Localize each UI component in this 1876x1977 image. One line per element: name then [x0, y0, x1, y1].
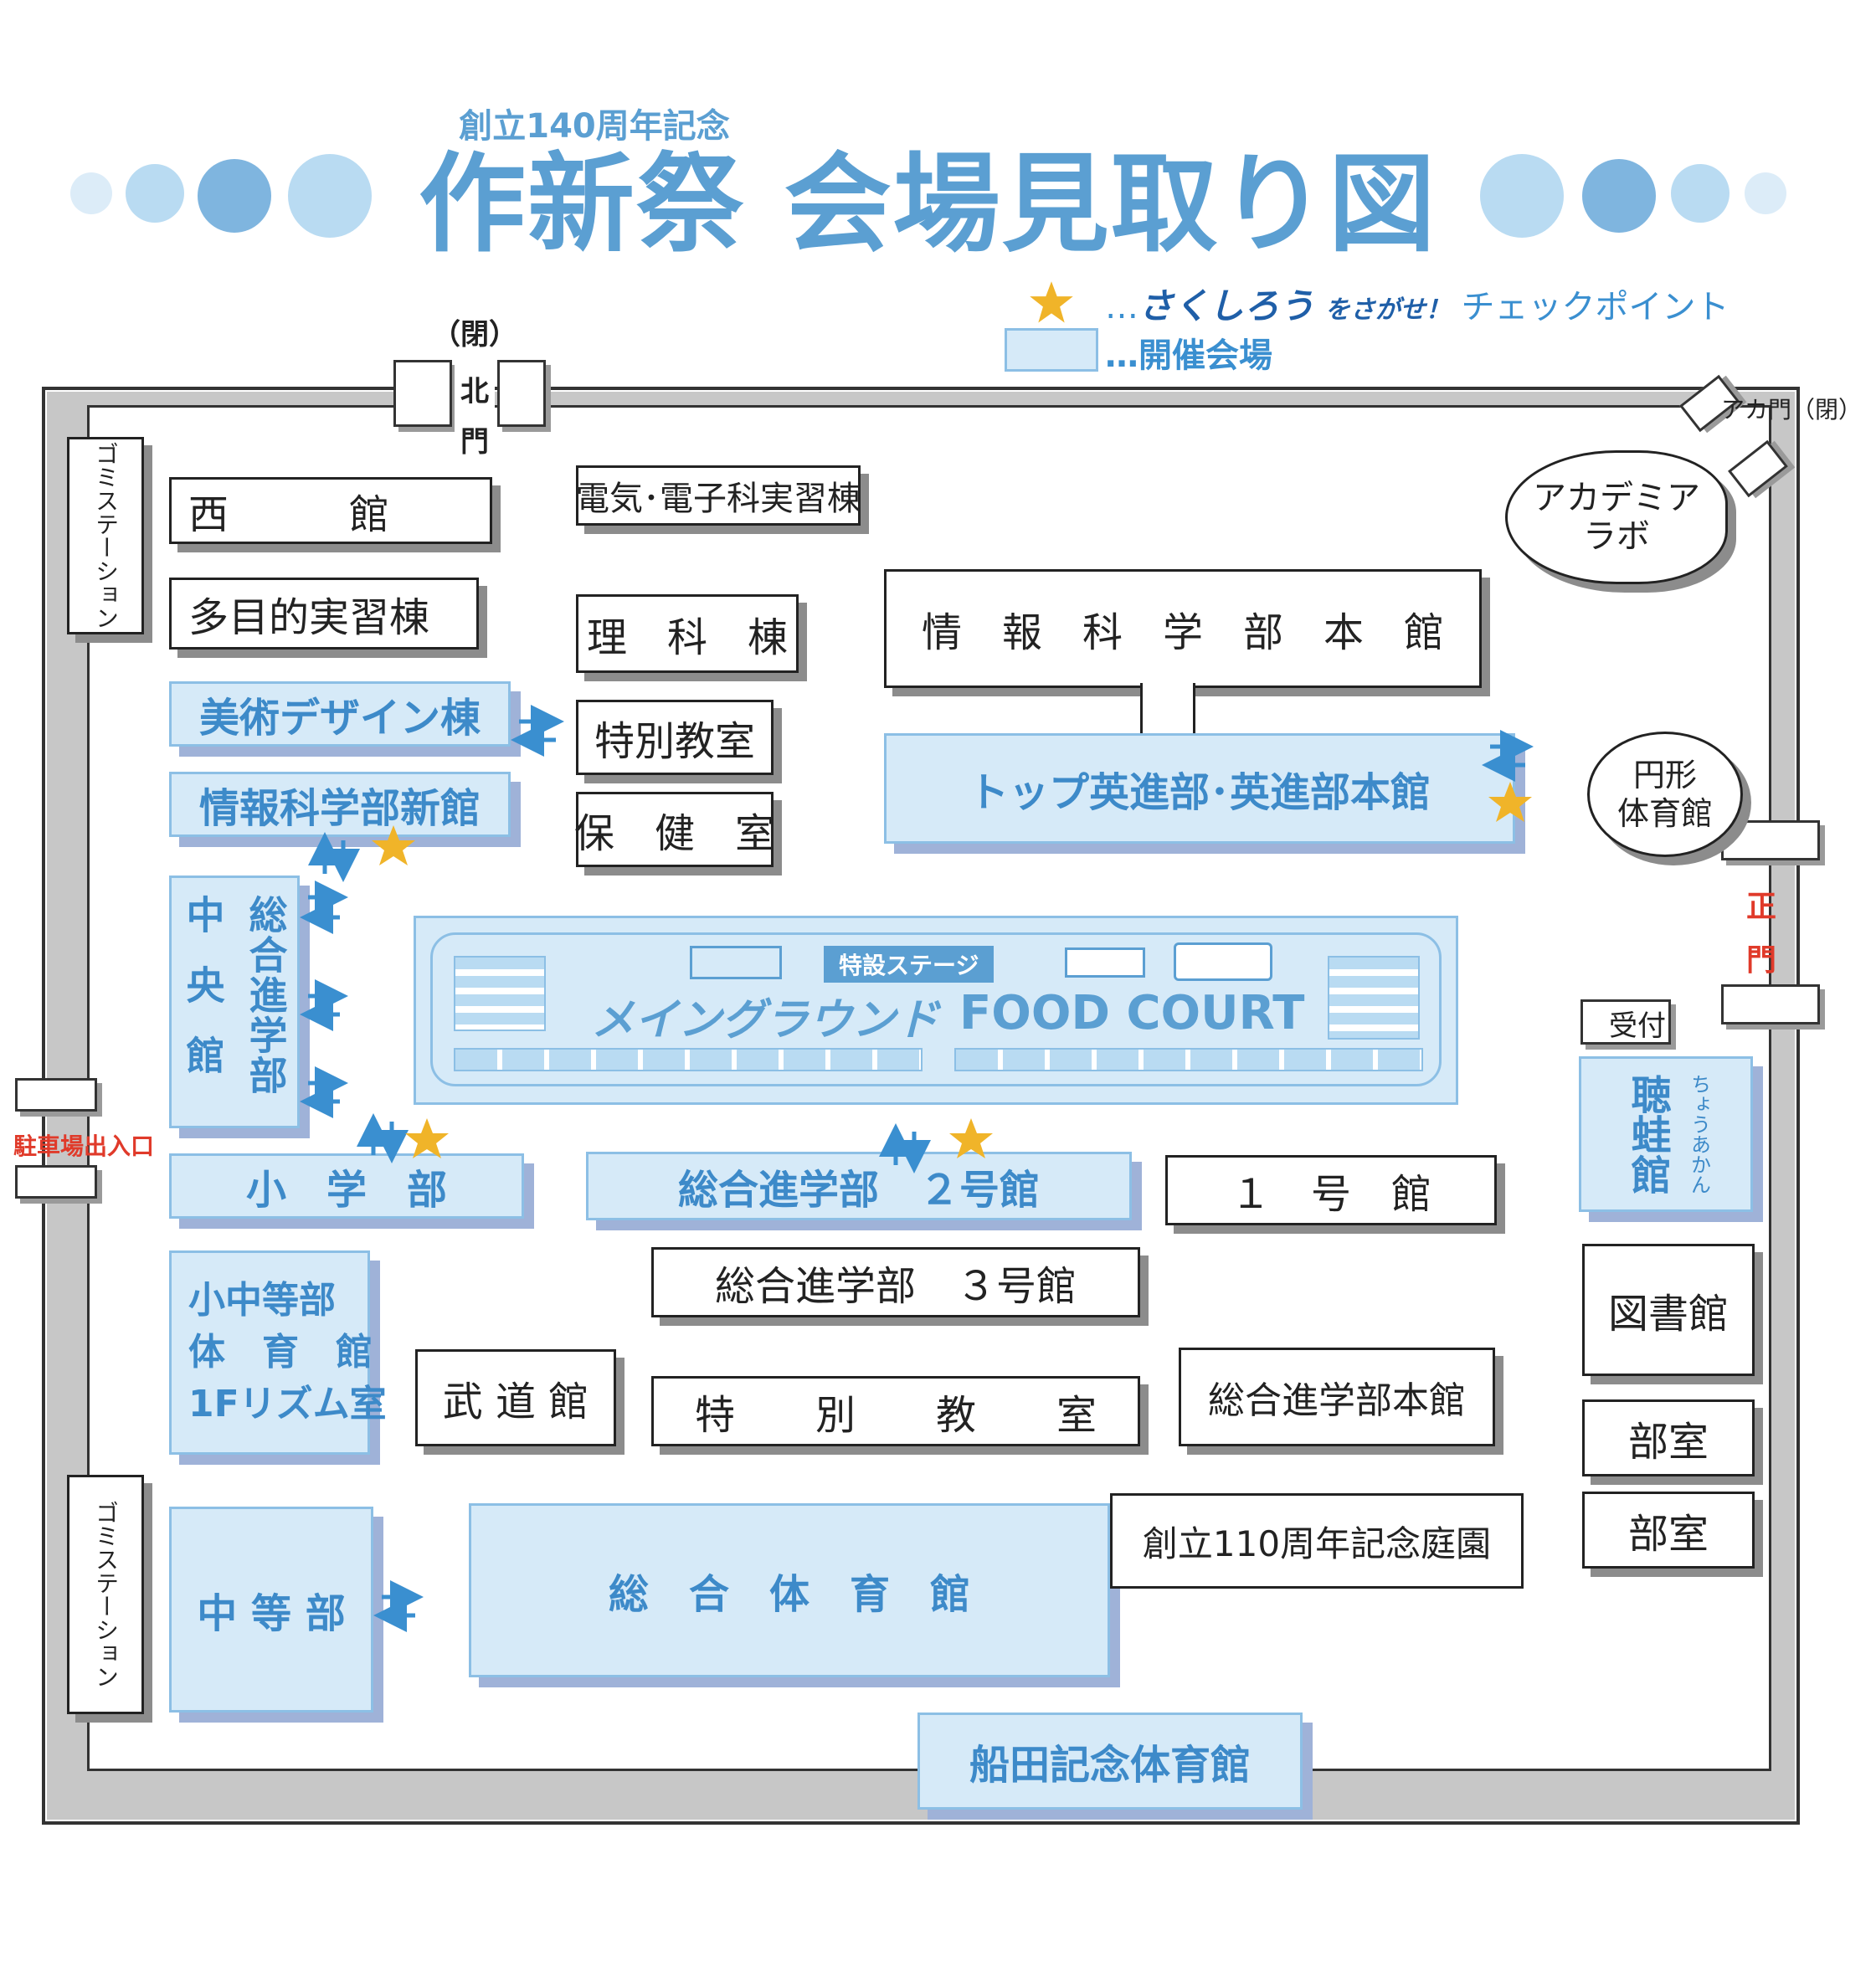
decor-dot [198, 159, 271, 233]
building-hoken: 保 健 室 [574, 792, 775, 867]
legend-prefix: … [1105, 288, 1138, 326]
building-nishikan: 西 館 [169, 477, 492, 544]
building-1gokan: １ 号 館 [1165, 1155, 1497, 1225]
building-toshokan: 図書館 [1582, 1244, 1755, 1376]
main-gate-char-1: 正 [1746, 890, 1777, 924]
building-sogo-honkan: 総合進学部本館 [1179, 1348, 1495, 1446]
reception-label: 受付 [1609, 1009, 1666, 1043]
decor-dot [1745, 172, 1786, 214]
stands-left [454, 956, 546, 1031]
venue-chuo-kan[interactable]: 中央館 総合進学部 [169, 876, 300, 1128]
gomi-station-2: ゴミステーション [67, 1475, 144, 1714]
checkpoint-star-icon [405, 1118, 449, 1158]
academia-lab-label: アカデミア ラボ [1533, 479, 1700, 556]
checkpoint-star-icon [372, 825, 415, 865]
building-bushitsu-1: 部室 [1582, 1399, 1755, 1476]
special-stage-label: 特設ステージ [824, 946, 995, 983]
venue-sogo-gym[interactable]: 総 合 体 育 館 [469, 1503, 1110, 1677]
shochu-gym-line-1: 小中等部 [188, 1279, 336, 1322]
legend-character-name: さくしろう [1138, 285, 1315, 326]
north-gate-char-1: 北 [460, 375, 489, 408]
building-sogo-3gokan: 総合進学部 ３号館 [651, 1247, 1140, 1317]
decor-dot [1480, 154, 1564, 238]
building-teien: 創立110周年記念庭園 [1110, 1493, 1524, 1589]
aka-gate-label: アカ門（閉） [1721, 396, 1863, 424]
building-tokubetsu-small: 特別教室 [576, 700, 774, 775]
north-gate-opening [455, 362, 495, 454]
north-gate-left-post [393, 360, 452, 427]
building-tamokuteki: 多目的実習棟 [169, 578, 479, 650]
building-budokan: 武 道 館 [415, 1349, 616, 1446]
building-joho-honkan: 情 報 科 学 部 本 館 [884, 569, 1482, 688]
stands-bottom-left [454, 1048, 923, 1071]
decor-dot [126, 164, 184, 223]
legend-checkpoint-label: チェックポイント [1461, 288, 1730, 326]
north-gate-char-2: 門 [460, 425, 489, 459]
stage-sign-icon [690, 946, 782, 979]
legend-search-text: をさがせ！ [1324, 295, 1451, 325]
joho-connector [1140, 683, 1195, 733]
building-bushitsu-2: 部室 [1582, 1492, 1755, 1569]
building-denki: 電気･電子科実習棟 [576, 465, 861, 526]
legend-venue-swatch [1005, 328, 1098, 372]
reception-booth [1580, 999, 1671, 1045]
main-gate-post-top [1721, 820, 1820, 860]
parking-gate-post-bottom [15, 1165, 97, 1199]
checkpoint-star-icon [949, 1118, 993, 1158]
chotokan-label: 聴蛙館 [1623, 1074, 1671, 1194]
decor-dot [1582, 159, 1656, 233]
stands-bottom-right [954, 1048, 1423, 1071]
gomi-station-1: ゴミステーション [67, 437, 144, 634]
stands-right [1328, 956, 1420, 1040]
decor-dot [288, 154, 372, 238]
building-tokubetsu-large: 特 別 教 室 [651, 1376, 1140, 1446]
main-gate-post-bottom [1721, 984, 1820, 1024]
building-academia-lab: アカデミア ラボ [1505, 450, 1728, 584]
map-title: 作新祭 会場見取り図 [419, 142, 1437, 267]
venue-top-eishin[interactable]: トップ英進部･英進部本館 [884, 733, 1515, 844]
venue-funada-gym[interactable]: 船田記念体育館 [917, 1713, 1303, 1810]
enkei-gym-label: 円形 体育館 [1616, 757, 1713, 832]
decor-dot [70, 172, 112, 214]
tent-icon [1065, 947, 1145, 978]
shochu-gym-line-3: 1Fリズム室 [188, 1383, 387, 1425]
main-ground-inner [430, 932, 1442, 1086]
chuo-kan-label: 中央館 [180, 895, 226, 1106]
north-gate-right-post [497, 360, 546, 427]
food-court-label: FOOD COURT [959, 986, 1305, 1040]
north-gate-closed-label: （閉） [432, 318, 517, 352]
chotokan-ruby: ちょうあかん [1687, 1074, 1711, 1194]
venue-sogo-2gokan[interactable]: 総合進学部 ２号館 [586, 1152, 1132, 1220]
parking-gate-label: 駐車場出入口 [13, 1132, 155, 1160]
venue-shochu-gym[interactable]: 小中等部 体 育 館 1Fリズム室 [169, 1250, 387, 1455]
map-subtitle: 創立140周年記念 [459, 107, 730, 146]
legend-venue-text: …開催会場 [1105, 336, 1272, 375]
sogo-label: 総合進学部 [243, 895, 289, 1096]
venue-bijutsu-design[interactable]: 美術デザイン棟 [169, 681, 511, 747]
venue-chuto-bu[interactable]: 中 等 部 [169, 1507, 373, 1713]
venue-chotokan[interactable]: 聴蛙館 ちょうあかん [1579, 1056, 1753, 1212]
building-rika: 理 科 棟 [576, 594, 799, 673]
checkpoint-star-icon [1488, 782, 1532, 822]
main-gate-char-2: 門 [1746, 943, 1777, 978]
venue-shogakubu[interactable]: 小 学 部 [169, 1153, 524, 1219]
venue-joho-shinkan[interactable]: 情報科学部新館 [169, 772, 511, 837]
truck-icon [1174, 942, 1272, 981]
parking-gate-post-top [15, 1078, 97, 1112]
main-ground-label: メイングラウンド [591, 995, 940, 1045]
building-enkei-gym: 円形 体育館 [1587, 732, 1743, 857]
shochu-gym-line-2: 体 育 館 [188, 1331, 373, 1374]
star-icon [1030, 281, 1073, 323]
decor-dot [1671, 164, 1730, 223]
legend-checkpoint-text: …さくしろう をさがせ！ チェックポイント [1105, 278, 1791, 328]
